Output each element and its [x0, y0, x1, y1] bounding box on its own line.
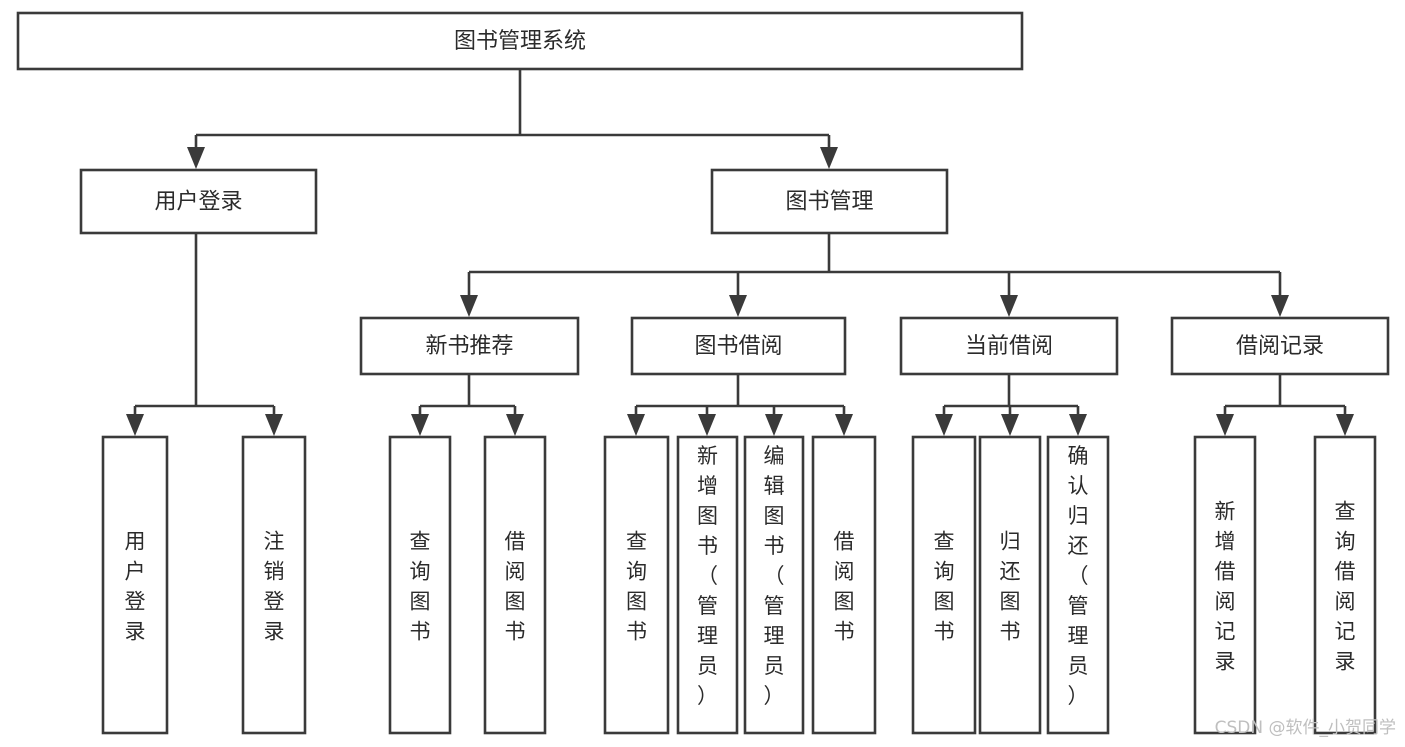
conn-bookmgmt-bus: [460, 233, 1289, 317]
leaf-node-leaf-query-book-current-label: 查询图书: [934, 529, 955, 643]
leaf-node-leaf-query-book-borrow-box[interactable]: [603, 435, 670, 735]
arrow-head-icon: [1336, 414, 1354, 436]
level2-node-book-management-label: 图书管理: [785, 190, 873, 215]
leaf-node-leaf-return-book[interactable]: 归还图书: [978, 435, 1042, 735]
level2-node-book-management[interactable]: 图书管理: [710, 168, 949, 235]
leaf-node-leaf-edit-book-admin-label: 编辑图书（管理员）: [764, 444, 785, 708]
level3-node-book-borrow-label: 图书借阅: [694, 334, 782, 359]
leaf-node-leaf-query-borrow-record-label: 查询借阅记录: [1335, 499, 1356, 673]
level3-node-new-book-recommend-box[interactable]: [359, 316, 580, 376]
leaf-node-leaf-query-book-borrow-label: 查询图书: [626, 529, 647, 643]
level3-node-current-borrow[interactable]: 当前借阅: [899, 316, 1119, 376]
leaf-node-leaf-add-book-admin[interactable]: 新增图书（管理员）: [676, 435, 739, 735]
arrow-head-icon: [627, 414, 645, 436]
level3-node-current-borrow-box[interactable]: [899, 316, 1119, 376]
level3-node-new-book-recommend[interactable]: 新书推荐: [359, 316, 580, 376]
csdn-watermark: CSDN @软件_小贺同学: [1215, 718, 1396, 738]
leaf-node-leaf-confirm-return-admin-label: 确认归还（管理员）: [1068, 444, 1089, 708]
leaf-node-leaf-user-logout-label: 注销登录: [264, 529, 285, 643]
leaf-node-leaf-query-borrow-record-box[interactable]: [1313, 435, 1377, 735]
leaf-node-leaf-add-borrow-record-label: 新增借阅记录: [1215, 499, 1236, 673]
leaf-node-leaf-edit-book-admin-box[interactable]: [743, 435, 805, 735]
level2-node-user-login-label: 用户登录: [154, 190, 242, 215]
leaf-node-leaf-user-logout-box[interactable]: [241, 435, 307, 735]
arrow-head-icon: [126, 414, 144, 436]
connectors-layer: [126, 69, 1354, 436]
leaf-node-leaf-query-book-rec-label: 查询图书: [410, 529, 431, 643]
conn-userlogin-bus: [126, 233, 283, 436]
root-node-book-management-system-box[interactable]: [16, 11, 1024, 71]
leaf-node-leaf-user-login-box[interactable]: [101, 435, 169, 735]
level3-node-borrow-record-box[interactable]: [1170, 316, 1390, 376]
arrow-head-icon: [1001, 414, 1019, 436]
arrow-head-icon: [460, 295, 478, 317]
arrow-head-icon: [935, 414, 953, 436]
level3-node-book-borrow-box[interactable]: [630, 316, 847, 376]
root-node-book-management-system-label: 图书管理系统: [454, 29, 586, 54]
level3-node-new-book-recommend-label: 新书推荐: [425, 334, 513, 359]
leaf-node-leaf-confirm-return-admin-box[interactable]: [1046, 435, 1110, 735]
root-node-book-management-system[interactable]: 图书管理系统: [16, 11, 1024, 71]
leaf-node-leaf-query-book-current[interactable]: 查询图书: [911, 435, 977, 735]
leaf-node-leaf-user-logout[interactable]: 注销登录: [241, 435, 307, 735]
level2-node-user-login-box[interactable]: [79, 168, 318, 235]
conn-bookborrow-bus: [627, 374, 853, 436]
level3-node-book-borrow[interactable]: 图书借阅: [630, 316, 847, 376]
arrow-head-icon: [835, 414, 853, 436]
conn-currentborrow-bus: [935, 374, 1087, 436]
leaf-node-leaf-borrow-book-label: 借阅图书: [834, 529, 855, 643]
arrow-head-icon: [820, 147, 838, 169]
leaf-node-leaf-query-book-rec[interactable]: 查询图书: [388, 435, 452, 735]
leaf-node-leaf-borrow-book-rec-label: 借阅图书: [505, 529, 526, 643]
conn-root-bus: [187, 69, 838, 169]
arrow-head-icon: [265, 414, 283, 436]
leaf-node-leaf-return-book-box[interactable]: [978, 435, 1042, 735]
leaf-node-leaf-return-book-label: 归还图书: [1000, 529, 1021, 643]
level3-node-current-borrow-label: 当前借阅: [965, 334, 1053, 359]
leaf-node-leaf-add-borrow-record-box[interactable]: [1193, 435, 1257, 735]
arrow-head-icon: [729, 295, 747, 317]
arrow-head-icon: [187, 147, 205, 169]
level3-node-borrow-record[interactable]: 借阅记录: [1170, 316, 1390, 376]
leaf-node-leaf-borrow-book-rec[interactable]: 借阅图书: [483, 435, 547, 735]
leaf-node-leaf-borrow-book[interactable]: 借阅图书: [811, 435, 877, 735]
leaf-node-leaf-add-borrow-record[interactable]: 新增借阅记录: [1193, 435, 1257, 735]
level2-node-user-login[interactable]: 用户登录: [79, 168, 318, 235]
arrow-head-icon: [765, 414, 783, 436]
conn-newbook-bus: [411, 374, 524, 436]
leaf-node-leaf-query-borrow-record[interactable]: 查询借阅记录: [1313, 435, 1377, 735]
arrow-head-icon: [1000, 295, 1018, 317]
leaf-node-leaf-query-book-rec-box[interactable]: [388, 435, 452, 735]
leaf-node-leaf-add-book-admin-box[interactable]: [676, 435, 739, 735]
level2-node-book-management-box[interactable]: [710, 168, 949, 235]
leaf-node-leaf-query-book-current-box[interactable]: [911, 435, 977, 735]
leaf-node-leaf-query-book-borrow[interactable]: 查询图书: [603, 435, 670, 735]
level3-node-borrow-record-label: 借阅记录: [1236, 334, 1324, 359]
leaf-node-leaf-borrow-book-rec-box[interactable]: [483, 435, 547, 735]
arrow-head-icon: [506, 414, 524, 436]
arrow-head-icon: [1216, 414, 1234, 436]
nodes-layer: 图书管理系统用户登录图书管理新书推荐图书借阅当前借阅借阅记录用户登录注销登录查询…: [16, 11, 1390, 735]
leaf-node-leaf-add-book-admin-label: 新增图书（管理员）: [697, 444, 718, 708]
conn-borrowrecord-bus: [1216, 374, 1354, 436]
leaf-node-leaf-user-login-label: 用户登录: [125, 529, 146, 643]
leaf-node-leaf-edit-book-admin[interactable]: 编辑图书（管理员）: [743, 435, 805, 735]
leaf-node-leaf-user-login[interactable]: 用户登录: [101, 435, 169, 735]
leaf-node-leaf-confirm-return-admin[interactable]: 确认归还（管理员）: [1046, 435, 1110, 735]
arrow-head-icon: [411, 414, 429, 436]
arrow-head-icon: [698, 414, 716, 436]
arrow-head-icon: [1069, 414, 1087, 436]
arrow-head-icon: [1271, 295, 1289, 317]
leaf-node-leaf-borrow-book-box[interactable]: [811, 435, 877, 735]
